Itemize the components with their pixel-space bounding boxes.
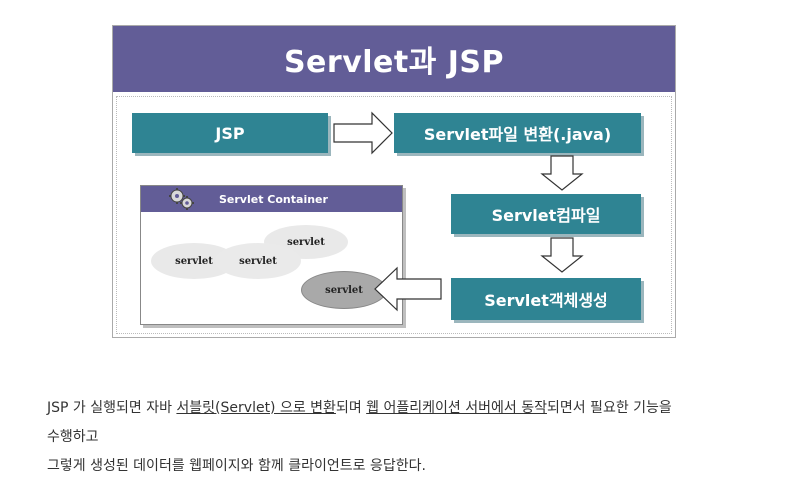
description-link[interactable]: 웹 어플리케이션 서버에서 동작 [366, 400, 547, 416]
convert-box: Servlet파일 변환(.java) [394, 113, 641, 153]
jsp-box: JSP [132, 113, 328, 153]
description-line-2: 수행하고 [47, 429, 99, 445]
down-arrow [540, 155, 584, 191]
diagram-title: Servlet과 JSP [113, 26, 675, 92]
description-text: 되며 [335, 400, 367, 416]
down-arrow [540, 237, 584, 273]
servlet-ellipse: servlet [215, 243, 301, 279]
description-line-3: 그렇게 생성된 데이터를 웹페이지와 함께 클라이언트로 응답한다. [47, 458, 426, 474]
left-arrow [374, 266, 442, 312]
compile-box: Servlet컴파일 [451, 194, 641, 234]
description-link[interactable]: 서블릿(Servlet) 으로 변환 [176, 400, 336, 416]
description-text: JSP 가 실행되면 자바 [47, 400, 177, 416]
servlet-container-header: Servlet Container [141, 186, 402, 212]
right-arrow [333, 111, 393, 155]
servlet-container-title: Servlet Container [219, 192, 328, 206]
diagram-frame [116, 96, 672, 334]
description-line-1: JSP 가 실행되면 자바 서블릿(Servlet) 으로 변환되며 웹 어플리… [47, 398, 672, 418]
description-text: 되면서 필요한 기능을 [546, 400, 672, 416]
gear-icon [169, 188, 194, 210]
instantiate-box: Servlet객체생성 [451, 278, 641, 320]
